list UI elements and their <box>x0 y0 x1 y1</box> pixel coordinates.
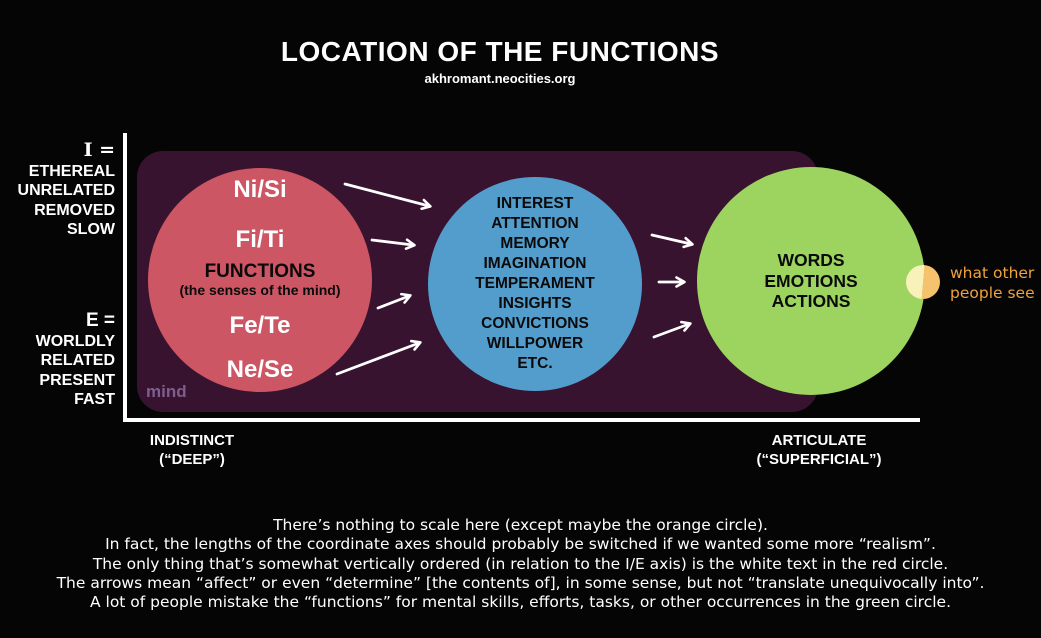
red-circle-functions: Ni/Si Fi/Ti FUNCTIONS (the senses of the… <box>148 168 372 392</box>
y-axis-label-extravert: E = WORLDLY RELATED PRESENT FAST <box>0 309 115 409</box>
y-axis-label-introvert: I = ETHEREAL UNRELATED REMOVED SLOW <box>0 139 115 239</box>
extravert-word: PRESENT <box>39 371 115 389</box>
footnote-line: The only thing that’s somewhat verticall… <box>92 554 949 573</box>
x-axis-label-right: ARTICULATE (“SUPERFICIAL”) <box>709 432 929 469</box>
introvert-word: REMOVED <box>34 201 115 219</box>
x-axis-line <box>123 418 920 422</box>
introvert-word: UNRELATED <box>17 182 115 200</box>
mental-content-item: CONVICTIONS <box>481 314 589 332</box>
extravert-word: FAST <box>74 390 115 408</box>
expression-item: WORDS <box>777 250 845 271</box>
footnote: There’s nothing to scale here (except ma… <box>0 516 1041 612</box>
extravert-word: RELATED <box>40 352 115 370</box>
footnote-line: There’s nothing to scale here (except ma… <box>273 516 768 534</box>
mental-content-item: WILLPOWER <box>486 334 584 352</box>
site-url: akhromant.neocities.org <box>424 71 576 86</box>
red-circle-subtitle: (the senses of the mind) <box>179 282 341 298</box>
y-axis-line <box>123 133 127 422</box>
blue-circle-mental-contents: INTEREST ATTENTION MEMORY IMAGINATION TE… <box>428 177 642 391</box>
mental-content-item: ETC. <box>517 354 553 372</box>
footnote-line: The arrows mean “affect” or even “determ… <box>56 573 985 592</box>
mental-content-item: MEMORY <box>500 235 570 253</box>
x-left-line: INDISTINCT <box>149 432 235 449</box>
header: LOCATION OF THE FUNCTIONS akhromant.neoc… <box>0 36 1000 86</box>
caption-line: what other <box>950 264 1035 282</box>
mental-content-item: IMAGINATION <box>483 255 587 273</box>
function-pair: Ni/Si <box>233 176 287 203</box>
expression-item: EMOTIONS <box>764 270 858 291</box>
mental-content-item: INTEREST <box>496 195 574 213</box>
footnote-line: A lot of people mistake the “functions” … <box>89 593 951 612</box>
extravert-symbol: E = <box>85 310 115 331</box>
page-title: LOCATION OF THE FUNCTIONS <box>280 36 720 67</box>
caption-line: people see <box>950 284 1035 302</box>
function-pair: Ne/Se <box>226 356 294 383</box>
green-circle-expressions: WORDS EMOTIONS ACTIONS <box>697 167 925 395</box>
x-left-line: (“DEEP”) <box>159 450 225 468</box>
orange-circle-caption: what other people see <box>950 263 1035 303</box>
mind-label: mind <box>146 382 187 401</box>
x-right-line: ARTICULATE <box>771 432 867 449</box>
function-pair: Fe/Te <box>229 312 291 339</box>
expression-item: ACTIONS <box>771 291 851 312</box>
red-circle-title: FUNCTIONS <box>204 261 316 282</box>
mental-content-item: TEMPERAMENT <box>475 275 595 293</box>
mental-content-item: INSIGHTS <box>498 294 572 312</box>
function-pair: Fi/Ti <box>235 226 285 253</box>
x-axis-label-left: INDISTINCT (“DEEP”) <box>82 432 302 469</box>
orange-circle-visible-part <box>906 265 940 299</box>
introvert-word: SLOW <box>67 220 115 238</box>
introvert-word: ETHEREAL <box>28 163 115 180</box>
x-right-line: (“SUPERFICIAL”) <box>756 450 882 468</box>
footnote-line: In fact, the lengths of the coordinate a… <box>105 535 936 554</box>
mental-content-item: ATTENTION <box>491 215 579 233</box>
extravert-word: WORLDLY <box>35 333 115 350</box>
introvert-symbol: I = <box>83 139 115 161</box>
